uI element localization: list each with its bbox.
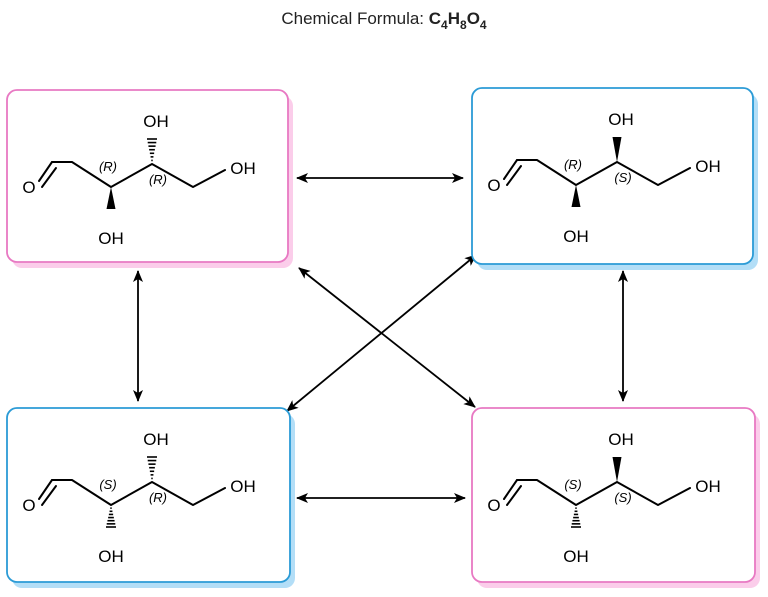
relation-arrows <box>133 173 628 503</box>
molecule-frame <box>471 407 756 583</box>
c3-configuration: (S) <box>614 170 631 185</box>
wedge-bond <box>106 187 116 209</box>
c2-configuration: (R) <box>99 159 117 174</box>
wedge-bond <box>612 137 622 162</box>
c3-configuration: (S) <box>614 490 631 505</box>
c3-configuration: (R) <box>149 490 167 505</box>
carbon-skeleton <box>38 479 226 506</box>
hydroxyl-label: OH <box>230 477 256 496</box>
hydroxyl-label: OH <box>608 430 634 449</box>
relation-arrow-top-left-bottom-right <box>298 267 476 408</box>
oxygen-label: O <box>487 496 500 515</box>
hydroxyl-label: OH <box>563 547 589 566</box>
formula-subscript: 4 <box>441 18 448 32</box>
c2-configuration: (S) <box>564 477 581 492</box>
hydroxyl-label: OH <box>98 547 124 566</box>
carbon-skeleton <box>503 159 691 186</box>
formula-element: C <box>429 9 441 28</box>
c2-configuration: (S) <box>99 477 116 492</box>
hydroxyl-label: OH <box>608 110 634 129</box>
carbon-skeleton <box>503 479 691 506</box>
hydroxyl-label: OH <box>230 159 256 178</box>
molecule-frame <box>471 87 754 265</box>
hydroxyl-label: OH <box>143 112 169 131</box>
molecules: OOHOHOH(R)(R)OOHOHOH(R)(S)OOHOHOH(S)(R)O… <box>6 87 760 588</box>
hydroxyl-label: OH <box>143 430 169 449</box>
title-prefix: Chemical Formula: <box>281 9 428 28</box>
hashed-bond <box>147 138 157 162</box>
molecule-bottom-right: O OH OH OH (S) (S) <box>471 407 760 588</box>
formula-subscript: 4 <box>480 18 487 32</box>
relation-arrow-top-right-bottom-left <box>286 254 477 412</box>
oxygen-label: O <box>22 178 35 197</box>
wedge-bond <box>612 457 622 482</box>
molecule-frame <box>6 89 289 263</box>
hashed-bond <box>571 507 581 528</box>
molecule-bottom-left: O OH OH OH (S) (R) <box>6 407 295 588</box>
formula-element: H <box>448 9 460 28</box>
hashed-bond <box>147 456 157 480</box>
molecule-frame <box>6 407 291 583</box>
page-title: Chemical Formula: C4​H8​O4​ <box>281 9 487 32</box>
c2-configuration: (R) <box>564 157 582 172</box>
formula: C4​H8​O4​ <box>429 9 487 32</box>
hashed-bond <box>106 507 116 528</box>
c3-configuration: (R) <box>149 172 167 187</box>
oxygen-label: O <box>22 496 35 515</box>
hydroxyl-label: OH <box>695 157 721 176</box>
carbon-skeleton <box>38 161 226 188</box>
hydroxyl-label: OH <box>563 227 589 246</box>
wedge-bond <box>571 185 581 207</box>
molecule-top-left: O OH OH OH (R) (R) <box>6 89 293 268</box>
molecule-top-right: O OH OH OH (R) (S) <box>471 87 758 270</box>
hydroxyl-label: OH <box>98 229 124 248</box>
formula-element: O <box>467 9 480 28</box>
oxygen-label: O <box>487 176 500 195</box>
formula-subscript: 8 <box>460 18 467 32</box>
hydroxyl-label: OH <box>695 477 721 496</box>
